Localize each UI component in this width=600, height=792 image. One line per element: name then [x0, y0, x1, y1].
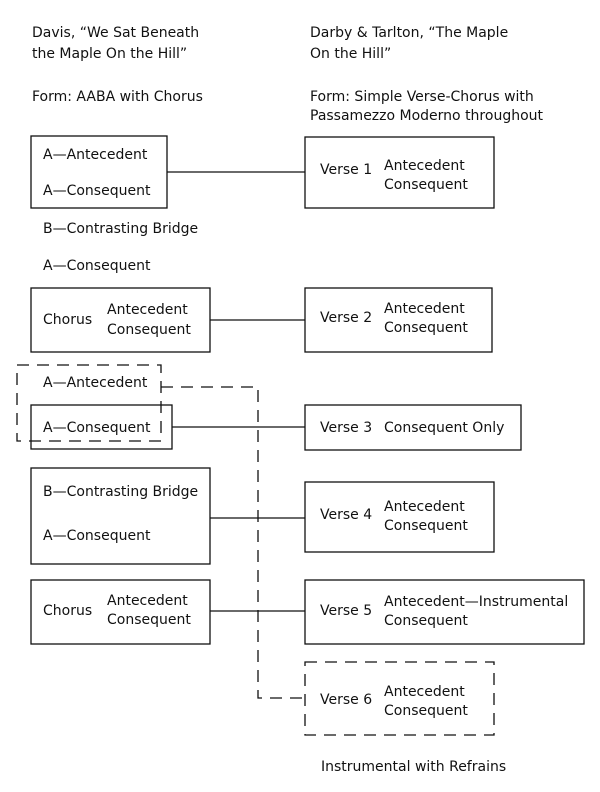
- verse-6-consequent: Consequent: [384, 703, 468, 719]
- right-form-line2: Passamezzo Moderno throughout: [310, 108, 544, 124]
- box-bridge-consequent: A—Consequent: [43, 528, 151, 544]
- dashed-connector: [161, 386, 305, 699]
- dashed-a-antecedent: A—Antecedent: [43, 375, 148, 391]
- verse-2-consequent: Consequent: [384, 320, 468, 336]
- footer-instrumental: Instrumental with Refrains: [321, 759, 507, 775]
- left-box-bridge: [30, 467, 211, 565]
- left-title-line2: the Maple On the Hill”: [32, 46, 188, 62]
- a-antecedent-label: A—Antecedent: [43, 147, 148, 163]
- right-title-line1: Darby & Tarlton, “The Maple: [310, 25, 509, 41]
- verse-5-antecedent: Antecedent—Instrumental: [384, 594, 569, 610]
- verse-6-box: [304, 661, 495, 736]
- verse-1-antecedent: Antecedent: [384, 158, 465, 174]
- verse-4-consequent: Consequent: [384, 518, 468, 534]
- chorus-1-consequent: Consequent: [107, 322, 191, 338]
- verse-4-box: [304, 481, 495, 553]
- bridge-label: B—Contrasting Bridge: [43, 221, 199, 237]
- right-form-line1: Form: Simple Verse-Chorus with: [310, 89, 534, 105]
- chorus-2-label: Chorus: [43, 603, 93, 619]
- left-title-line1: Davis, “We Sat Beneath: [32, 25, 200, 41]
- chorus-1-antecedent: Antecedent: [107, 302, 188, 318]
- verse-1-consequent: Consequent: [384, 177, 468, 193]
- box-a-consequent: A—Consequent: [43, 420, 151, 436]
- right-title-line2: On the Hill”: [310, 46, 392, 62]
- box-bridge-label: B—Contrasting Bridge: [43, 484, 199, 500]
- verse-5-consequent: Consequent: [384, 613, 468, 629]
- a-consequent-free-label: A—Consequent: [43, 258, 151, 274]
- left-form: Form: AABA with Chorus: [32, 89, 203, 105]
- verse-1-label: Verse 1: [320, 162, 373, 178]
- verse-3-label: Verse 3: [320, 420, 373, 436]
- chorus-2-consequent: Consequent: [107, 612, 191, 628]
- chorus-2-antecedent: Antecedent: [107, 593, 188, 609]
- verse-4-label: Verse 4: [320, 507, 373, 523]
- verse-4-antecedent: Antecedent: [384, 499, 465, 515]
- verse-3-consequent-only: Consequent Only: [384, 420, 505, 436]
- verse-6-antecedent: Antecedent: [384, 684, 465, 700]
- verse-2-antecedent: Antecedent: [384, 301, 465, 317]
- verse-5-box: [304, 579, 585, 645]
- chorus-1-label: Chorus: [43, 312, 93, 328]
- dashed-group-box: [16, 364, 162, 442]
- a-consequent-label: A—Consequent: [43, 183, 151, 199]
- verse-6-label: Verse 6: [320, 692, 373, 708]
- verse-2-label: Verse 2: [320, 310, 373, 326]
- left-box-chorus-2: [30, 579, 211, 645]
- verse-5-label: Verse 5: [320, 603, 373, 619]
